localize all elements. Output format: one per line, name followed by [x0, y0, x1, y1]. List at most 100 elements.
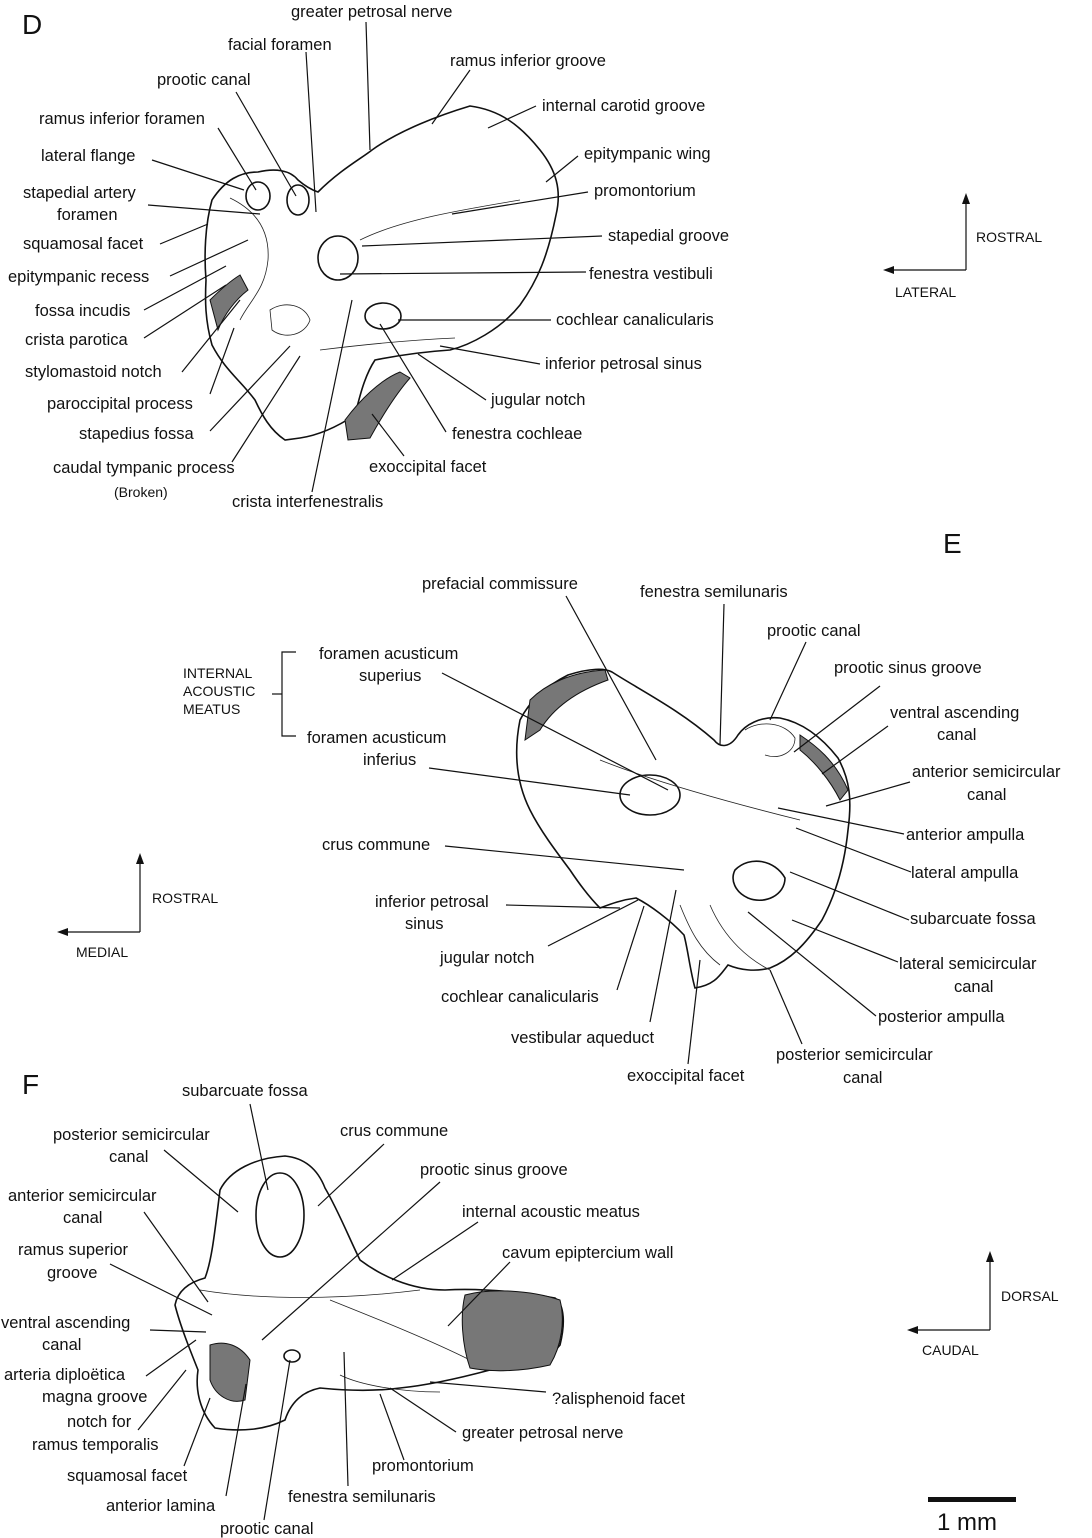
label-ramus-superior-groove-line2: groove [47, 1264, 97, 1282]
label-inferior-petrosal-sinus-e: inferior petrosal [375, 893, 489, 911]
label-fenestra-semilunaris-f: fenestra semilunaris [288, 1488, 436, 1506]
label-cavum-epiptercium-wall: cavum epiptercium wall [502, 1244, 673, 1262]
label-prootic-sinus-groove-e: prootic sinus groove [834, 659, 982, 677]
label-posterior-ampulla: posterior ampulla [878, 1008, 1005, 1026]
label-exoccipital-facet: exoccipital facet [369, 458, 487, 476]
label-squamosal-facet-f: squamosal facet [67, 1467, 188, 1485]
label-epitympanic-recess: epitympanic recess [8, 268, 149, 286]
label-ramus-inferior-groove: ramus inferior groove [450, 52, 606, 70]
label-internal-carotid-groove: internal carotid groove [542, 97, 705, 115]
label-paroccipital-process: paroccipital process [47, 395, 193, 413]
panel-f-orientation-arrows: DORSAL CAUDAL [907, 1251, 1059, 1358]
label-cochlear-canalicularis: cochlear canalicularis [556, 311, 714, 329]
label-promontorium-f: promontorium [372, 1457, 474, 1475]
panel-e-bone-drawing [517, 669, 850, 988]
label-ramus-superior-groove: ramus superior [18, 1241, 129, 1259]
scale-bar: 1 mm [928, 1497, 1016, 1536]
label-prootic-canal: prootic canal [157, 71, 251, 89]
label-internal-acoustic-meatus-3: MEATUS [183, 701, 240, 717]
label-foramen-acusticum-superius-line2: superius [359, 667, 421, 685]
label-posterior-semicircular-canal-e-line2: canal [843, 1069, 882, 1087]
label-ventral-ascending-canal-e: ventral ascending [890, 704, 1019, 722]
label-subarcuate-fossa-e: subarcuate fossa [910, 910, 1036, 928]
label-caudal-tympanic-process: caudal tympanic process [53, 459, 235, 477]
label-prootic-sinus-groove-f: prootic sinus groove [420, 1161, 568, 1179]
orientation-dorsal-f: DORSAL [1001, 1288, 1059, 1304]
label-greater-petrosal-nerve: greater petrosal nerve [291, 3, 452, 21]
orientation-caudal-f: CAUDAL [922, 1342, 979, 1358]
label-ventral-ascending-canal-f-line2: canal [42, 1336, 81, 1354]
scale-bar-line [928, 1497, 1016, 1502]
label-jugular-notch-e: jugular notch [439, 949, 534, 967]
label-crus-commune-e: crus commune [322, 836, 430, 854]
label-anterior-ampulla: anterior ampulla [906, 826, 1025, 844]
label-posterior-semicircular-canal-f: posterior semicircular [53, 1126, 210, 1144]
label-ramus-inferior-foramen: ramus inferior foramen [39, 110, 205, 128]
scale-bar-label: 1 mm [937, 1509, 997, 1536]
label-ventral-ascending-canal-f: ventral ascending [1, 1314, 130, 1332]
label-exoccipital-facet-e: exoccipital facet [627, 1067, 745, 1085]
label-ventral-ascending-canal-e-line2: canal [937, 726, 976, 744]
label-fossa-incudis: fossa incudis [35, 302, 130, 320]
orientation-medial-e: MEDIAL [76, 944, 128, 960]
panel-e: E [57, 528, 1061, 1087]
label-crista-parotica: crista parotica [25, 331, 129, 349]
label-stapedial-artery-foramen-line2: foramen [57, 206, 118, 224]
label-prefacial-commissure: prefacial commissure [422, 575, 578, 593]
label-stapedius-fossa: stapedius fossa [79, 425, 194, 443]
panel-e-orientation-arrows: ROSTRAL MEDIAL [57, 853, 218, 960]
label-notch-for-ramus-temporalis: notch for [67, 1413, 132, 1431]
label-anterior-semicircular-canal-e: anterior semicircular [912, 763, 1061, 781]
label-lateral-flange: lateral flange [41, 147, 135, 165]
label-foramen-acusticum-inferius: foramen acusticum [307, 729, 446, 747]
label-posterior-semicircular-canal-e: posterior semicircular [776, 1046, 933, 1064]
label-alisphenoid-facet: ?alisphenoid facet [552, 1390, 685, 1408]
label-vestibular-aqueduct: vestibular aqueduct [511, 1029, 655, 1047]
label-jugular-notch: jugular notch [490, 391, 585, 409]
label-squamosal-facet: squamosal facet [23, 235, 144, 253]
label-arteria-diploetica-magna-groove-line2: magna groove [42, 1388, 148, 1406]
label-anterior-semicircular-canal-f-line2: canal [63, 1209, 102, 1227]
label-cochlear-canalicularis-e: cochlear canalicularis [441, 988, 599, 1006]
label-prootic-canal-f: prootic canal [220, 1520, 314, 1538]
label-epitympanic-wing: epitympanic wing [584, 145, 711, 163]
panel-d-letter: D [22, 9, 42, 40]
label-fenestra-vestibuli: fenestra vestibuli [589, 265, 713, 283]
label-stylomastoid-notch: stylomastoid notch [25, 363, 162, 381]
label-crus-commune-f: crus commune [340, 1122, 448, 1140]
label-inferior-petrosal-sinus-e-line2: sinus [405, 915, 444, 933]
label-stapedial-groove: stapedial groove [608, 227, 729, 245]
panel-d: D [8, 3, 1042, 511]
label-fenestra-semilunaris: fenestra semilunaris [640, 583, 788, 601]
label-anterior-semicircular-canal-f: anterior semicircular [8, 1187, 157, 1205]
label-posterior-semicircular-canal-f-line2: canal [109, 1148, 148, 1166]
label-internal-acoustic-meatus-f: internal acoustic meatus [462, 1203, 640, 1221]
orientation-rostral-d: ROSTRAL [976, 229, 1042, 245]
orientation-rostral-e: ROSTRAL [152, 890, 218, 906]
label-subarcuate-fossa-f: subarcuate fossa [182, 1082, 308, 1100]
label-lateral-semicircular-canal: lateral semicircular [899, 955, 1037, 973]
panel-e-letter: E [943, 528, 962, 559]
label-prootic-canal-e: prootic canal [767, 622, 861, 640]
label-lateral-semicircular-canal-line2: canal [954, 978, 993, 996]
label-internal-acoustic-meatus-2: ACOUSTIC [183, 683, 255, 699]
label-anterior-semicircular-canal-e-line2: canal [967, 786, 1006, 804]
label-inferior-petrosal-sinus: inferior petrosal sinus [545, 355, 702, 373]
label-stapedial-artery-foramen: stapedial artery [23, 184, 137, 202]
label-anterior-lamina: anterior lamina [106, 1497, 216, 1515]
panel-f: F [1, 1069, 1059, 1538]
label-internal-acoustic-meatus-1: INTERNAL [183, 665, 252, 681]
label-fenestra-cochleae: fenestra cochleae [452, 425, 582, 443]
label-greater-petrosal-nerve-f: greater petrosal nerve [462, 1424, 623, 1442]
label-arteria-diploetica-magna-groove: arteria diploëtica [4, 1366, 126, 1384]
internal-acoustic-meatus-bracket [272, 652, 296, 736]
label-facial-foramen: facial foramen [228, 36, 332, 54]
label-broken: (Broken) [114, 484, 168, 500]
orientation-lateral-d: LATERAL [895, 284, 956, 300]
label-promontorium: promontorium [594, 182, 696, 200]
panel-f-letter: F [22, 1069, 39, 1100]
label-lateral-ampulla: lateral ampulla [911, 864, 1019, 882]
label-foramen-acusticum-inferius-line2: inferius [363, 751, 416, 769]
panel-d-orientation-arrows: ROSTRAL LATERAL [883, 193, 1042, 300]
